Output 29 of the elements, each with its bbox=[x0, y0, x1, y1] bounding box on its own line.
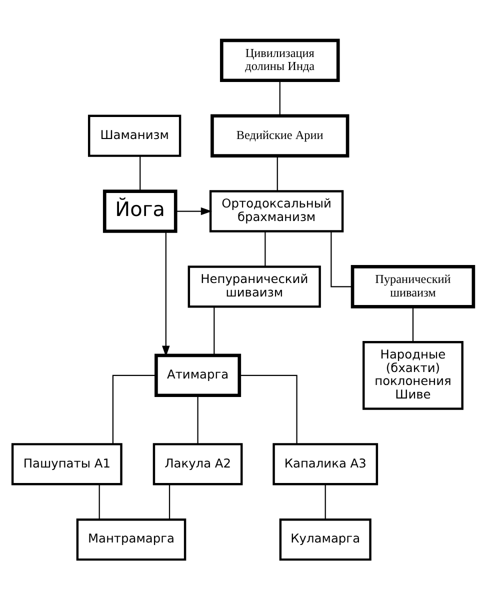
connector bbox=[214, 306, 215, 355]
arrow bbox=[162, 230, 170, 356]
connector bbox=[412, 306, 414, 342]
node-box: Мантрамарга bbox=[76, 518, 186, 560]
node-box: Пуранический шиваизм bbox=[350, 264, 476, 308]
connector bbox=[168, 484, 170, 519]
node-box: Ортодоксальный брахманизм bbox=[209, 190, 344, 232]
node-box: Народные (бхакти) поклонения Шиве bbox=[362, 340, 464, 410]
node-box: Цивилизация долины Инда bbox=[220, 38, 340, 82]
connector bbox=[240, 374, 298, 444]
node-box: Куламарга bbox=[279, 518, 372, 560]
connector bbox=[264, 230, 266, 266]
connector bbox=[140, 156, 141, 190]
node-box: Йога bbox=[102, 189, 178, 232]
connector bbox=[276, 156, 278, 190]
node-box: Атимарга bbox=[154, 353, 242, 397]
node-box: Пашупаты А1 bbox=[11, 442, 122, 485]
connector bbox=[197, 395, 198, 444]
node-box: Шаманизм bbox=[88, 114, 182, 156]
connector bbox=[279, 80, 280, 116]
node-box: Ведийские Арии bbox=[210, 114, 350, 157]
node-box: Непуранический шиваизм bbox=[188, 265, 321, 308]
node-box: Лакула А2 bbox=[152, 442, 243, 485]
connector bbox=[98, 484, 100, 519]
node-box: Капалика А3 bbox=[272, 442, 378, 485]
connector bbox=[330, 230, 352, 287]
connector bbox=[112, 374, 156, 444]
arrow bbox=[176, 206, 212, 215]
connector bbox=[324, 484, 326, 519]
